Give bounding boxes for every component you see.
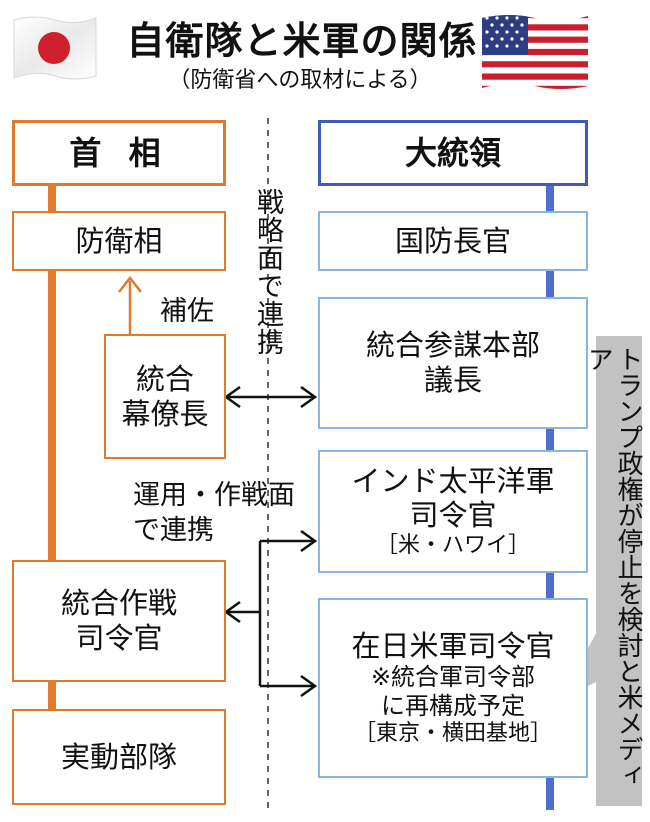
defense-minister-box: 防衛相 [12,211,226,271]
operational-units-label: 実動部隊 [60,739,177,774]
defense-secretary-box: 国防長官 [318,211,588,271]
chairman-label-line1: 統合参謀本部 [365,328,540,363]
usfj-location: ［東京・横田基地］ [353,721,552,746]
joint-ops-label-line2: 司令官 [75,621,163,655]
strategic-link-label: 戦略面で連携 [252,188,284,356]
assist-label: 補佐 [160,296,214,327]
operational-link-label: 運用・作戦面 で連携 [133,478,295,548]
usfj-commander-box: 在日米軍司令官 ※統合軍司令部 に再構成予定 ［東京・横田基地］ [318,598,588,778]
joint-chief-label-line2: 幕僚長 [121,396,209,431]
indopacom-commander-box: インド太平洋軍 司令官 ［米・ハワイ］ [318,450,588,573]
operational-units-box: 実動部隊 [12,709,226,805]
diagram-title: 自衛隊と米軍の関係 [126,19,478,63]
indopacom-label-line1: インド太平洋軍 [351,463,555,498]
japan-command-line [48,185,56,710]
operational-link-label-line2: で連携 [133,515,214,547]
chairman-label-line2: 議長 [423,363,482,397]
usa-flag [480,12,590,92]
usfj-label: 在日米軍司令官 [351,628,555,663]
prime-minister-box: 首 相 [12,120,226,186]
diagram-subtitle: （防衛省への取材による） [168,68,432,93]
joint-operations-commander-box: 統合作戦 司令官 [12,560,226,682]
callout-background [596,336,642,806]
defense-secretary-label: 国防長官 [394,223,511,258]
japan-flag [12,12,98,82]
callout-text: トランプ政権が停止を検討と米メディア [583,346,643,788]
president-label: 大統領 [404,133,501,172]
president-box: 大統領 [318,120,588,186]
joint-chief-of-staff-box: 統合 幕僚長 [104,334,226,459]
joint-chiefs-chairman-box: 統合参謀本部 議長 [318,297,588,429]
joint-ops-label-line1: 統合作戦 [60,586,177,621]
defense-minister-label: 防衛相 [75,223,163,258]
usfj-note-line1: ※統合軍司令部 [370,663,536,692]
joint-chief-label-line1: 統合 [135,361,194,396]
indopacom-label-line2: 司令官 [409,498,497,533]
indopacom-location: ［米・ハワイ］ [375,533,530,559]
operational-link-label-line1: 運用・作戦面 [133,480,295,511]
usfj-note-line2: に再構成予定 [381,692,525,721]
prime-minister-label: 首 相 [69,133,169,172]
